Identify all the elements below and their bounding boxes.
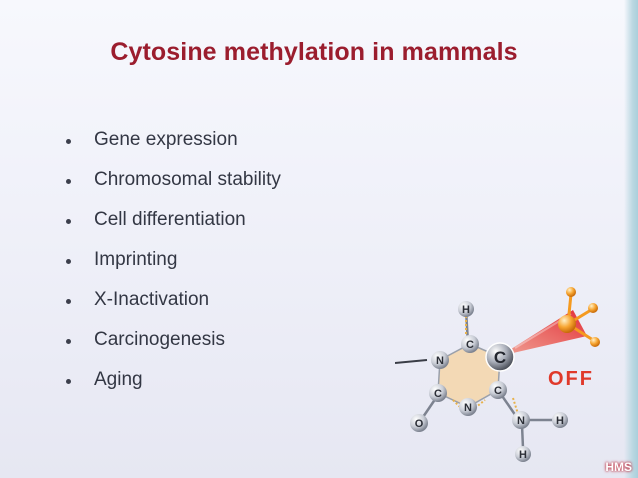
bullet-text: Aging [94,369,143,390]
off-label: OFF [548,368,594,390]
atom-n-icon [459,398,477,416]
cytosine-molecule-diagram: H C C N C C N O N H H OFF [395,287,600,462]
bullet-text: X-Inactivation [94,289,210,310]
modified-cytosine-carbon-icon [485,342,515,372]
bullet-item: Imprinting [66,240,281,280]
atom-label: H [462,304,470,316]
atom-label: N [436,355,444,367]
bullet-dot-icon [66,138,71,144]
bullet-item: Cell differentiation [66,200,281,240]
atom-label: N [464,402,472,414]
atom-c-icon [429,384,447,402]
bullet-item: Aging [66,360,281,400]
bond-line [395,359,428,364]
atom-label: O [415,418,424,430]
atom-label: C [494,348,506,367]
bullet-item: Chromosomal stability [66,160,281,200]
bullet-text: Gene expression [94,129,238,150]
atom-h-icon [458,301,474,317]
atom-c-icon [489,381,507,399]
bullet-list: Gene expression Chromosomal stability Ce… [66,120,281,400]
methyl-hydrogen-icon [590,337,600,347]
methylation-cone [500,310,587,356]
atom-label: H [519,449,527,461]
bullet-dot-icon [66,178,71,184]
bullet-dot-icon [66,298,71,304]
bullet-item: X-Inactivation [66,280,281,320]
atom-h-icon [515,446,531,462]
bullet-text: Imprinting [94,249,178,270]
atom-n-icon [512,411,530,429]
bullet-dot-icon [66,378,71,384]
methyl-carbon-icon [558,315,576,333]
atom-o-icon [410,414,428,432]
atom-c-icon [461,335,479,353]
bullet-item: Gene expression [66,120,281,160]
bullet-item: Carcinogenesis [66,320,281,360]
bond-line [512,397,519,415]
bullet-text: Carcinogenesis [94,329,225,350]
atom-label: C [434,388,442,400]
atom-h-icon [552,412,568,428]
hms-logo: HMS [605,460,632,474]
bullet-text: Cell differentiation [94,209,246,230]
slide-title: Cytosine methylation in mammals [110,38,518,66]
bullet-dot-icon [66,338,71,344]
atom-label: H [556,415,564,427]
bullet-text: Chromosomal stability [94,169,281,190]
atom-n-icon [431,351,449,369]
atom-label: C [494,385,502,397]
methyl-hydrogen-icon [588,303,598,313]
right-edge-decoration [624,0,638,478]
methyl-hydrogen-icon [566,287,576,297]
atom-label: C [466,339,474,351]
bullet-dot-icon [66,258,71,264]
atom-label: N [517,415,525,427]
bullet-dot-icon [66,218,71,224]
